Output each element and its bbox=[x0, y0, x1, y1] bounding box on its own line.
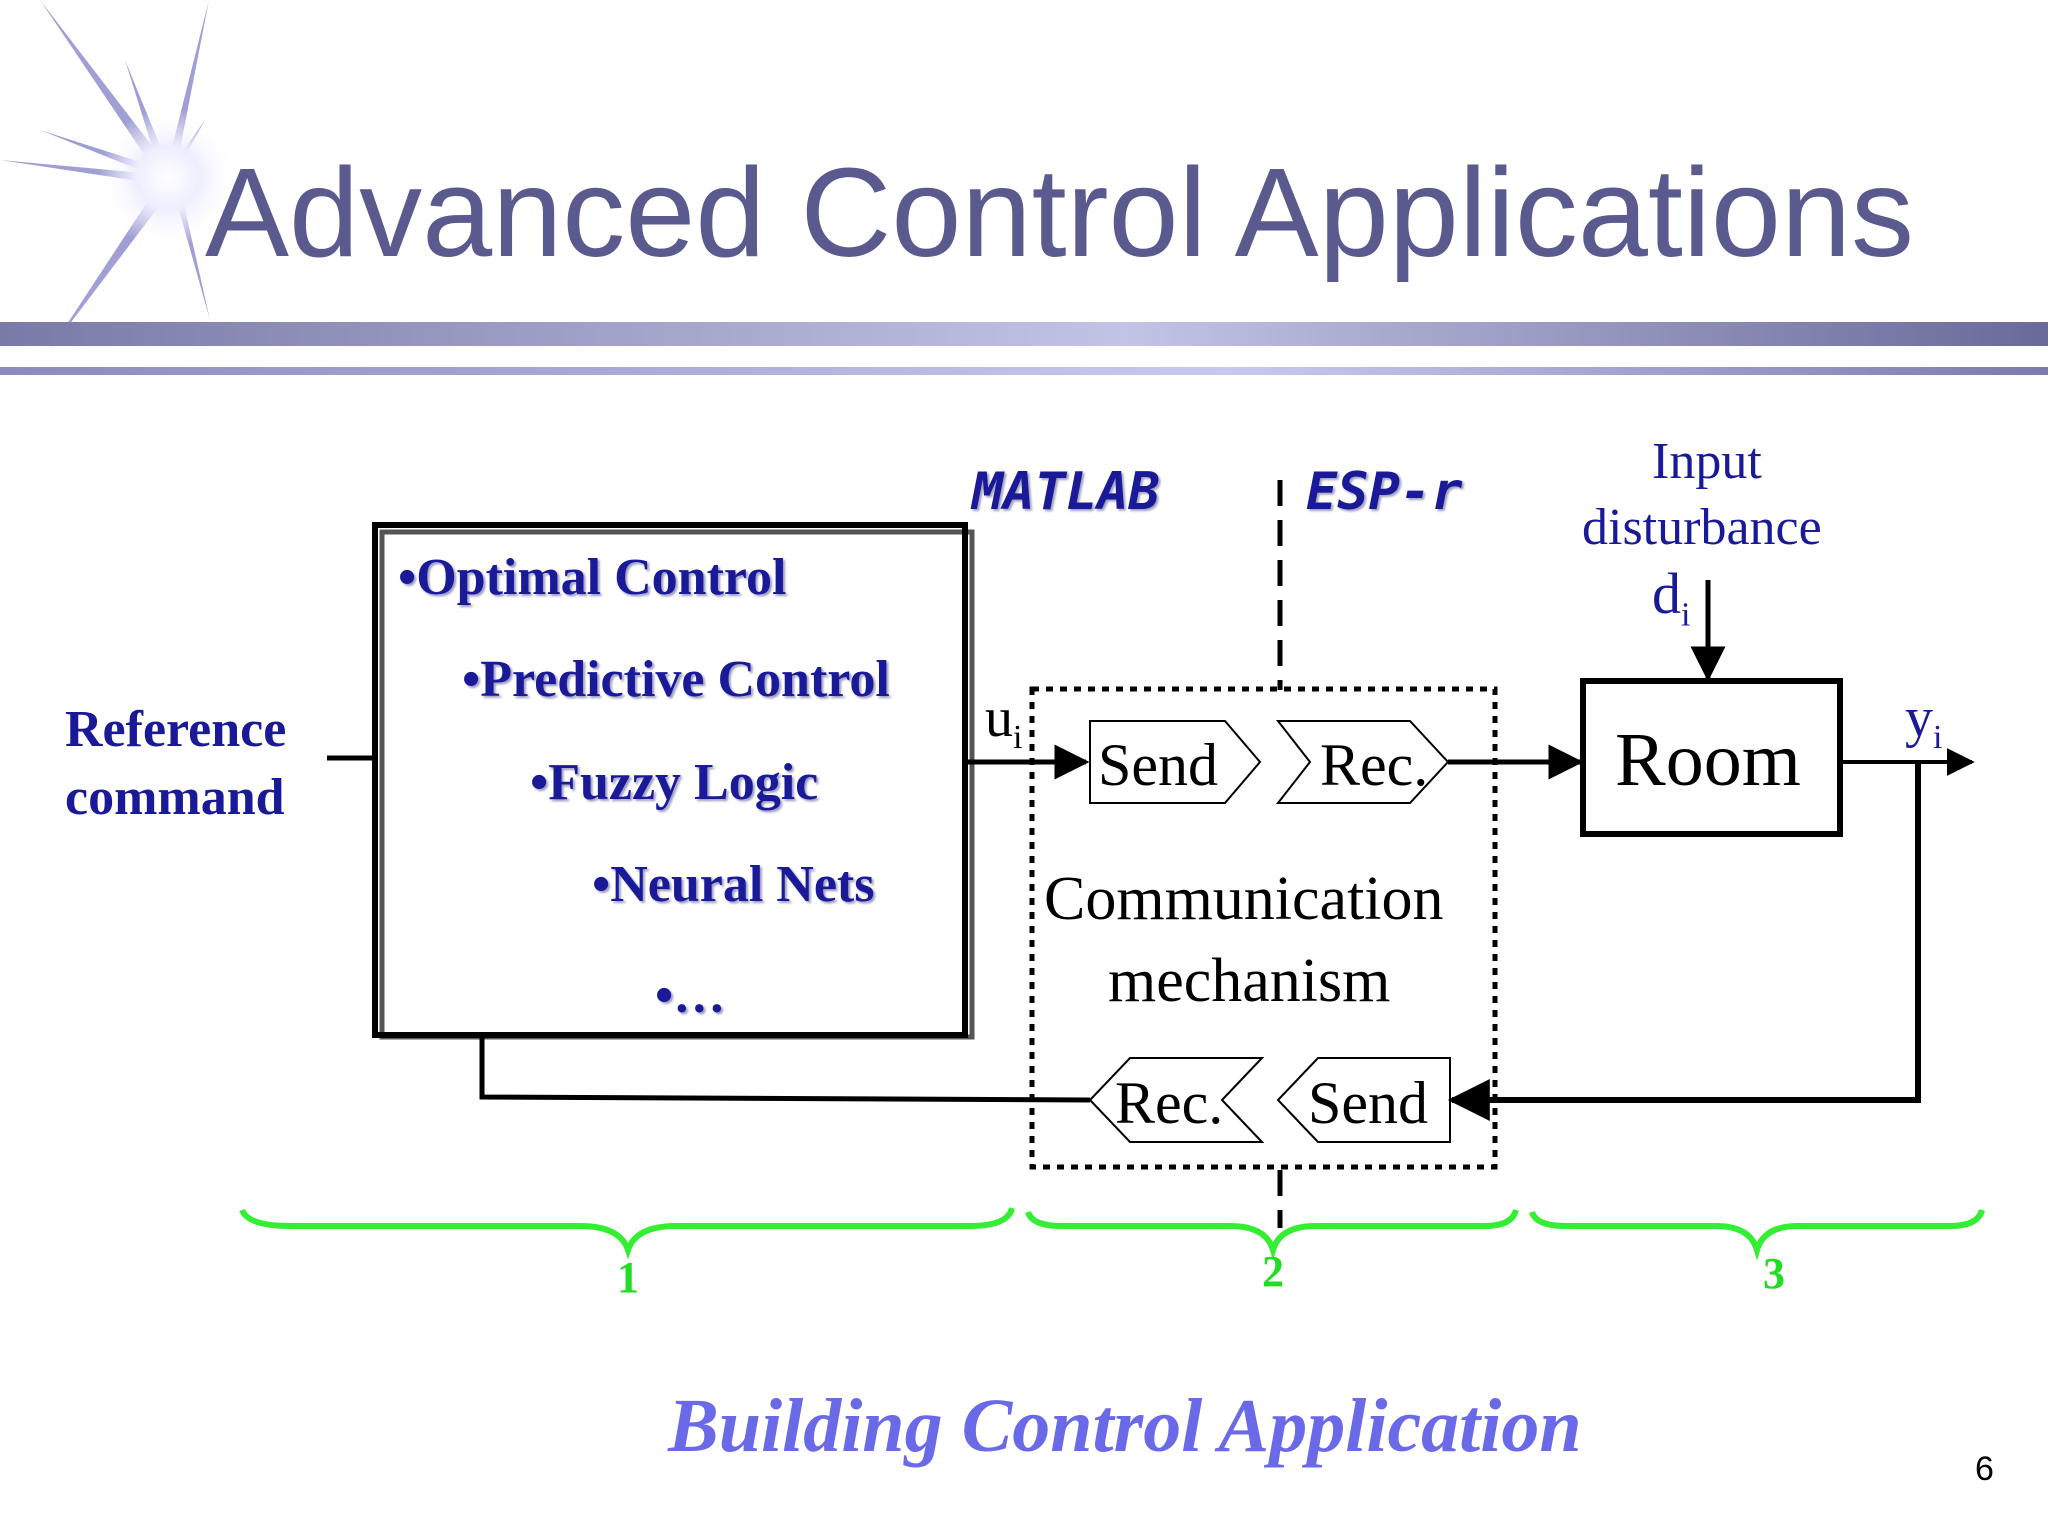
rec-bottom-shape bbox=[1088, 1057, 1265, 1143]
espr-label: ESP-r bbox=[1306, 462, 1463, 522]
page-number: 6 bbox=[1975, 1450, 1994, 1488]
brace-1 bbox=[239, 1207, 1015, 1260]
controller-item-neural: •Neural Nets bbox=[592, 856, 875, 913]
feedback-line bbox=[1455, 762, 1921, 1103]
controller-item-more: •… bbox=[655, 967, 726, 1024]
d-symbol: di bbox=[1652, 561, 1691, 634]
matlab-label: MATLAB bbox=[972, 462, 1160, 522]
controller-item-optimal: •Optimal Control bbox=[398, 549, 787, 606]
controller-item-predictive: •Predictive Control bbox=[462, 651, 890, 708]
controller-box bbox=[372, 522, 968, 1038]
send-bottom-shape bbox=[1276, 1057, 1451, 1143]
title-rule-thin bbox=[0, 367, 2048, 375]
rec-top-label: Rec. bbox=[1320, 732, 1429, 798]
brace-label-3: 3 bbox=[1763, 1249, 1785, 1298]
rec-bottom-label: Rec. bbox=[1115, 1070, 1224, 1136]
return-line bbox=[479, 1037, 1091, 1103]
send-top-shape bbox=[1089, 720, 1262, 804]
brace-label-1: 1 bbox=[617, 1253, 639, 1302]
send-top-label: Send bbox=[1098, 732, 1218, 798]
slide-title: Advanced Control Applications bbox=[205, 142, 1915, 283]
controller-item-fuzzy: •Fuzzy Logic bbox=[530, 754, 819, 811]
brace-2 bbox=[1025, 1209, 1519, 1261]
reference-label-line1: Reference bbox=[65, 701, 287, 758]
communication-label-line2: mechanism bbox=[1108, 947, 1391, 1015]
disturbance-label-line2: disturbance bbox=[1582, 499, 1822, 556]
communication-box bbox=[1029, 686, 1498, 1170]
room-label: Room bbox=[1615, 718, 1801, 802]
brace-label-2: 2 bbox=[1262, 1247, 1284, 1296]
rec-top-shape bbox=[1275, 720, 1450, 804]
caption: Building Control Application bbox=[668, 1384, 1582, 1468]
reference-label-line2: command bbox=[65, 769, 285, 826]
u-symbol: ui bbox=[985, 687, 1023, 757]
y-symbol: yi bbox=[1905, 687, 1943, 757]
send-bottom-label: Send bbox=[1308, 1070, 1428, 1136]
title-rule-thick bbox=[0, 322, 2048, 346]
brace-3 bbox=[1529, 1208, 1985, 1261]
communication-label-line1: Communication bbox=[1044, 865, 1444, 933]
disturbance-label-line1: Input bbox=[1652, 433, 1762, 490]
